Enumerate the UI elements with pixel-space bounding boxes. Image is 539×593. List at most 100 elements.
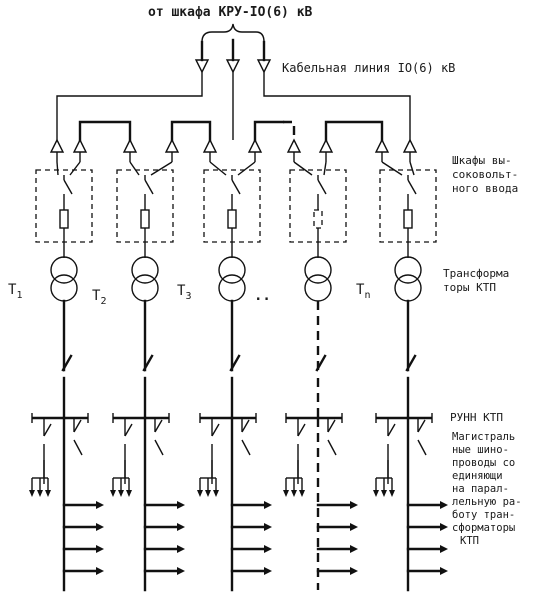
join-right-4 xyxy=(323,161,327,176)
hv-switch-blade-4 xyxy=(317,179,327,195)
cable-entry-arrow-2 xyxy=(164,138,180,153)
busway-feeder-arrow-1-0 xyxy=(96,501,104,509)
busway-link-1 xyxy=(73,439,83,456)
busway-feeder-arrow-4-0 xyxy=(350,501,358,509)
busway-feeder-arrow-1-2 xyxy=(96,545,104,553)
cable-entry-arrow-3 xyxy=(202,138,218,153)
cable-entry-arrow-1 xyxy=(49,138,65,153)
feeder-arrow-1-0 xyxy=(29,490,35,497)
busway-feeder-arrow-1-1 xyxy=(96,523,104,531)
feeder-arrow-4-1 xyxy=(291,490,297,497)
feeder-arrow-2-0 xyxy=(110,490,116,497)
cable-entry-arrow-5 xyxy=(402,138,418,153)
svg-text:лельную ра-: лельную ра- xyxy=(452,496,522,508)
transformer-secondary-4 xyxy=(304,274,332,302)
feeder-arrow-4-0 xyxy=(283,490,289,497)
hv-switch-blade-3 xyxy=(231,179,241,195)
join-left-4 xyxy=(293,161,313,176)
busway-feeder-arrow-4-2 xyxy=(350,545,358,553)
busway-feeder-arrow-2-1 xyxy=(177,523,185,531)
transformer-name-1: T1 xyxy=(8,282,22,301)
svg-text:Магистраль: Магистраль xyxy=(452,431,515,443)
transformer-primary-1 xyxy=(50,256,78,284)
lv-switchgear-label: РУНН КТП xyxy=(450,411,503,424)
feeder-arrow-4-2 xyxy=(299,490,305,497)
ring-connections xyxy=(78,120,384,142)
busway-link-5 xyxy=(417,439,427,456)
join-left-3 xyxy=(209,161,227,176)
busway-feeder-arrow-5-2 xyxy=(440,545,448,553)
svg-text:сформаторы: сформаторы xyxy=(452,522,515,534)
busway-feeder-arrow-2-2 xyxy=(177,545,185,553)
busway-feeder-arrow-1-3 xyxy=(96,567,104,575)
transformer-names: T1 T2 T3 .. Tn xyxy=(8,282,370,307)
busway-blade-2 xyxy=(154,419,163,433)
transformer-secondary-2 xyxy=(131,274,159,302)
cable-entry-arrow-5 xyxy=(374,138,390,153)
svg-text:единяющи: единяющи xyxy=(452,470,503,482)
busway-feeder-arrow-3-0 xyxy=(264,501,272,509)
hv-fuse-2 xyxy=(140,209,150,229)
source-brace xyxy=(201,23,265,43)
lv-breaker-5 xyxy=(405,354,417,372)
source-label: от шкафа КРУ-IO(6) кВ xyxy=(148,5,313,20)
busway-blade-5 xyxy=(417,419,426,433)
join-right-5 xyxy=(409,161,415,176)
top-feeders xyxy=(56,72,411,140)
busway-link-3 xyxy=(241,439,251,456)
hv-fuse-4 xyxy=(313,209,323,229)
busway-feeder-arrow-5-0 xyxy=(440,501,448,509)
svg-text:ного ввода: ного ввода xyxy=(452,182,518,195)
join-left-5 xyxy=(381,161,403,176)
svg-text:на парал-: на парал- xyxy=(452,483,509,495)
hv-switch-blade-5 xyxy=(407,179,417,195)
lv-branch-l-blade-5 xyxy=(387,423,396,437)
lv-branch-l-blade-1 xyxy=(43,423,52,437)
busway-feeder-arrow-2-0 xyxy=(177,501,185,509)
lv-breaker-2 xyxy=(142,354,154,372)
lv-branch-l-blade-4 xyxy=(297,423,306,437)
busway-blade-4 xyxy=(327,419,336,433)
join-left-2 xyxy=(129,161,140,176)
lv-branch-l-blade-3 xyxy=(211,423,220,437)
feeder-arrow-3-0 xyxy=(197,490,203,497)
transformer-name-3: T3 xyxy=(177,283,191,302)
join-right-1 xyxy=(69,161,81,176)
svg-text:Трансформа: Трансформа xyxy=(443,267,509,280)
transformer-name-n: Tn xyxy=(356,282,370,301)
transformers-label: Трансформа торы КТП xyxy=(443,267,509,294)
transformer-secondary-1 xyxy=(50,274,78,302)
cable-line-label: Кабельная линия IO(6) кВ xyxy=(282,61,455,75)
busway-feeder-arrow-4-1 xyxy=(350,523,358,531)
join-right-2 xyxy=(150,161,173,176)
lv-breaker-4 xyxy=(315,354,327,372)
busway-feeder-arrow-2-3 xyxy=(177,567,185,575)
feeder-arrow-2-2 xyxy=(126,490,132,497)
cable-entry-arrow-1 xyxy=(72,138,88,153)
svg-text:торы КТП: торы КТП xyxy=(443,281,496,294)
busway-feeder-arrow-5-1 xyxy=(440,523,448,531)
busway-feeder-arrow-5-3 xyxy=(440,567,448,575)
transformer-primary-2 xyxy=(131,256,159,284)
svg-text:соковольт-: соковольт- xyxy=(452,168,518,181)
feeder-arrow-2-1 xyxy=(118,490,124,497)
cable-entries xyxy=(194,38,272,74)
busway-feeder-arrow-4-3 xyxy=(350,567,358,575)
busway-feeder-arrow-3-3 xyxy=(264,567,272,575)
busway-blade-1 xyxy=(73,419,82,433)
busway-feeder-arrow-3-2 xyxy=(264,545,272,553)
transformer-secondary-5 xyxy=(394,274,422,302)
lv-branch-l-blade-2 xyxy=(124,423,133,437)
busways-label: Магистраль ные шино- проводы со единяющи… xyxy=(452,431,522,547)
join-right-3 xyxy=(237,161,256,176)
busway-link-4 xyxy=(327,439,337,456)
transformer-name-2: T2 xyxy=(92,288,106,307)
feeder-arrow-5-1 xyxy=(381,490,387,497)
svg-text:проводы со: проводы со xyxy=(452,457,515,469)
lv-breaker-1 xyxy=(61,354,73,372)
busway-feeder-arrow-3-1 xyxy=(264,523,272,531)
transformer-primary-4 xyxy=(304,256,332,284)
feeder-arrow-5-0 xyxy=(373,490,379,497)
